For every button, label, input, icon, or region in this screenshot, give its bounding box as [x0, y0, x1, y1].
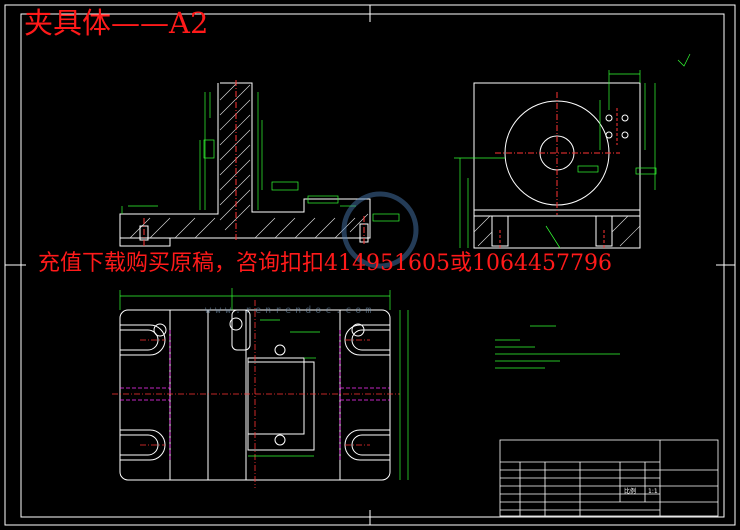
title-block-scale-label: 比例	[624, 487, 636, 495]
top-view-hidden	[120, 330, 390, 460]
top-view-dimensions	[119, 288, 409, 480]
front-view	[119, 80, 371, 247]
promo-banner: 充值下载购买原稿，咨询扣扣414951605或1064457796	[38, 251, 612, 276]
title-block-scale-value: 1:1	[648, 488, 658, 495]
drawing-title: 夹具体——A2	[24, 6, 209, 40]
title-block	[499, 439, 719, 517]
technical-notes	[495, 325, 620, 369]
top-view-centerlines	[112, 300, 400, 488]
centering-ticks	[5, 5, 735, 525]
side-view	[473, 82, 641, 249]
front-view-dimensions	[121, 92, 400, 222]
watermark-logo	[341, 191, 419, 269]
side-view-dimensions	[454, 53, 691, 249]
watermark-text: www.renrendoc.com	[205, 305, 375, 316]
